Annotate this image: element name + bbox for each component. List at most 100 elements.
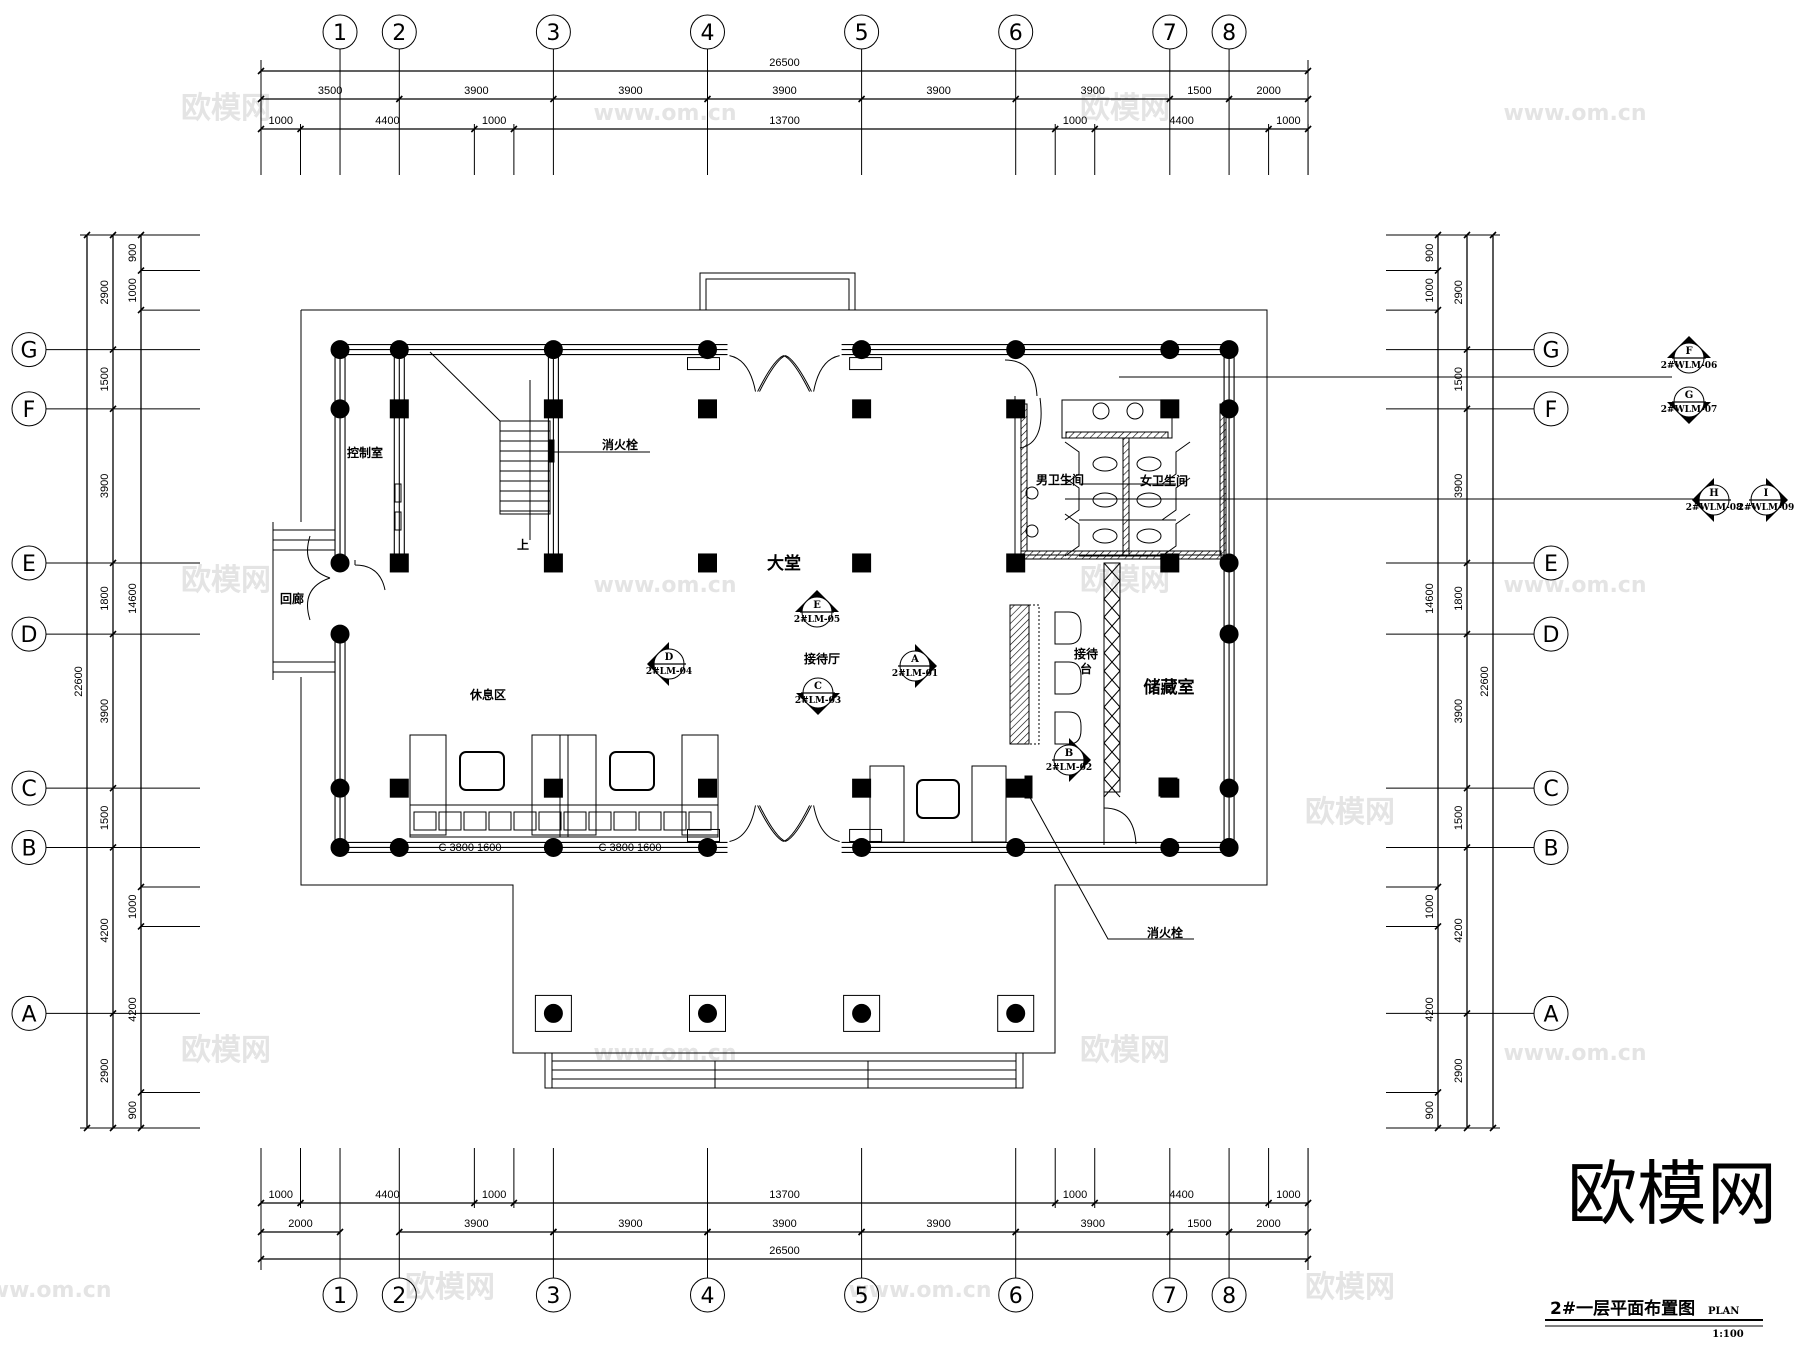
cabinet [394,511,402,531]
vanity-wall [1065,431,1169,439]
column-round [698,837,717,857]
storage-wall-cross [1103,724,1121,744]
grid-label-row: E [1544,552,1558,577]
grid-label-column: 5 [855,21,869,46]
grid-label-row: C [21,777,36,802]
door-swing [1103,807,1137,845]
dimension-bays-bottom-value: 3900 [772,1218,796,1230]
sofa-cushion [563,811,587,831]
toilet-icon [1092,492,1118,508]
dimension-tick [1304,95,1312,103]
dimension-bays-top-value: 3900 [464,85,488,97]
watermark-url: www.om.cn [0,1278,112,1303]
column-round [1219,340,1239,360]
column-square [389,553,409,573]
dimension-bays-bottom-value: 1500 [1187,1218,1211,1230]
column-square [852,778,872,798]
column-square [389,778,409,798]
door-jamb [687,357,720,371]
storage-wall-cross [1103,688,1121,708]
column-round [1219,624,1239,644]
top-steps-inner [705,278,850,311]
watermark-logo: 欧模网 [1305,1270,1395,1305]
sofa-cushion [513,811,537,831]
dimension-details-value: 900 [1424,1101,1436,1119]
grid-label-column: 2 [392,21,406,46]
drawing-title-suffix: PLAN [1708,1306,1739,1317]
chair-icon [1054,711,1082,745]
dimension-tick [1225,1228,1233,1236]
porch-column-core [543,1003,563,1023]
porch-column [534,994,572,1032]
storage-wall-cross [1103,562,1121,582]
door-swing [1019,397,1042,449]
column-round [1160,340,1180,360]
dimension-details-value: 1000 [127,894,139,918]
dimension-bays-value: 2900 [99,1058,111,1082]
section-letter: A [910,654,919,665]
sink-icon [1126,402,1144,420]
door-swing [757,805,840,842]
toilet-icon [1092,456,1118,472]
dimension-bays-top-value: 3900 [926,85,950,97]
dimension-bays-value: 1500 [99,367,111,391]
section-sheet: 2#WLM-09 [1738,503,1794,513]
storage-wall-cross [1103,778,1121,798]
stair [499,420,551,515]
section-sheet: 2#LM-04 [646,667,692,677]
grid-label-row: E [22,552,36,577]
grid-label-row: G [20,339,37,364]
watermark-url: www.om.cn [593,101,736,126]
section-marker: I2#WLM-09 [1738,478,1794,522]
door-swing [729,355,812,392]
section-marker: E2#LM-05 [794,590,840,628]
column-round [1219,778,1239,798]
toilet-divider [1122,437,1130,556]
label-fire-hydrant: 消火栓 [1147,925,1183,940]
label-stair-up: 上 [517,537,529,552]
coffee-table [459,751,505,791]
watermark-logo: 欧模网 [1080,1033,1170,1068]
door-swing [354,560,386,591]
dimension-bays-top-value: 1500 [1187,85,1211,97]
chair-icon [1054,611,1082,645]
room-label-lobby: 大堂 [767,553,801,574]
toilet-icon [1136,456,1162,472]
dimension-bays-bottom-value: 3900 [926,1218,950,1230]
sofa [681,734,719,836]
section-sheet: 2#WLM-06 [1661,361,1717,371]
section-sheet: 2#LM-02 [1046,763,1092,773]
dimension-bays-value: 4200 [1453,918,1465,942]
storage-wall-cross [1103,580,1121,600]
window-label: C 3800 1600 [439,842,502,854]
column-round [1006,340,1026,360]
grid-label-column: 8 [1222,1284,1236,1309]
dimension-bays-top-value: 3500 [318,85,342,97]
column-square [1158,777,1178,797]
column-round [1219,837,1239,857]
dimension-details-value: 900 [1424,244,1436,262]
section-sheet: 2#LM-03 [795,696,841,706]
room-label-mens-wc: 男卫生间 [1036,472,1084,487]
porch-column-core [698,1003,717,1023]
column-square [1006,553,1026,573]
column-round [389,837,409,857]
storage-wall-cross [1103,760,1121,780]
section-sheet: 2#WLM-07 [1661,405,1717,415]
sofa-cushion [613,811,637,831]
dimension-details-top-value: 1000 [269,115,293,127]
section-sheet: 2#LM-05 [794,615,840,625]
sofa-cushion [538,811,562,831]
watermark-logo: 欧模网 [1080,563,1170,598]
sofa-cushion [663,811,687,831]
dimension-tick [703,95,712,103]
dimension-tick [549,95,557,103]
dimension-tick [549,1228,557,1236]
stall-partition [1064,513,1080,557]
grid-label-column: 3 [546,21,560,46]
room-label-storage: 储藏室 [1144,677,1195,698]
column-round [698,340,717,360]
building-layer [272,272,1694,1089]
dimension-bays-top-value: 3900 [618,85,642,97]
